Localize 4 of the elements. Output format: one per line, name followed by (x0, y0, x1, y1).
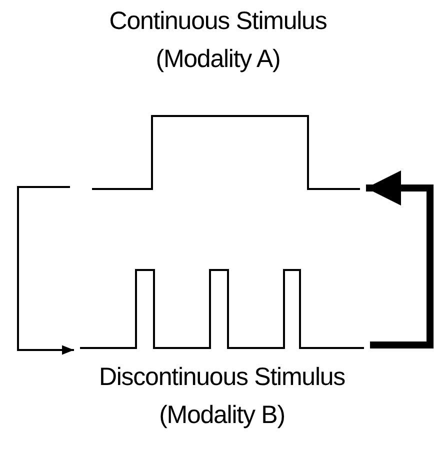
stimulus-label: Continuous Stimulus (Modality A) (108, 6, 328, 75)
arrow (366, 170, 434, 348)
stimulus-label: Discontinuous Stimulus (Modality B) (98, 362, 346, 431)
arrow (17, 186, 74, 355)
